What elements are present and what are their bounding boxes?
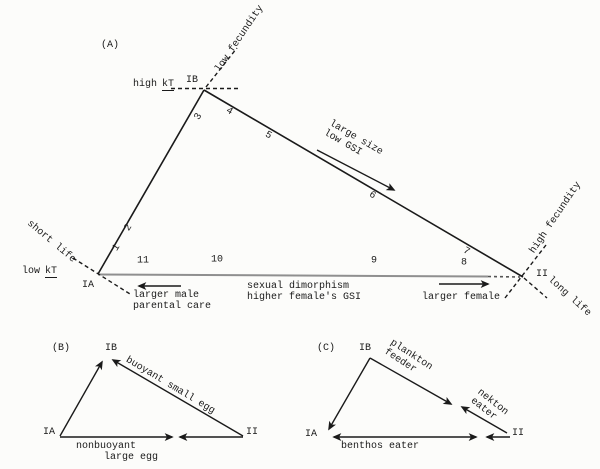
annotation-benthos-eater: benthos eater <box>341 441 420 452</box>
annotation-larger-male: larger male parental care <box>133 290 211 312</box>
panel-b-vertex-ib: IB <box>105 343 118 354</box>
annotation-large-egg: large egg <box>104 452 159 463</box>
panel-c-vertex-ii: II <box>512 428 525 439</box>
annotation-sexual-dimorphism: sexual dimorphism higher female's GSI <box>247 281 361 303</box>
panel-a-label: (A) <box>101 40 120 51</box>
edge-number-10: 10 <box>210 254 224 266</box>
annotation-higher-female-gsi: higher female's GSI <box>247 292 362 303</box>
panel-a-arrows <box>137 149 490 290</box>
annotation-nonbuoyant: nonbuoyant <box>76 441 137 452</box>
axis-low-kt-word: low <box>22 266 41 277</box>
panel-c-vertex-ib: IB <box>359 343 372 354</box>
axis-high-kt-word: high <box>133 79 158 90</box>
panel-b-vertex-ia: IA <box>43 427 56 438</box>
edge-number-11: 11 <box>136 255 150 267</box>
panel-c-edges <box>328 357 510 441</box>
panel-a-axis-dashes <box>72 47 548 299</box>
annotation-sexual-dimorphism-line1: sexual dimorphism <box>247 281 350 292</box>
axis-high-kt-term: kT <box>162 79 175 91</box>
panel-b-label: (B) <box>52 343 71 354</box>
panel-b-edges <box>59 359 244 441</box>
vertex-ib-label: IB <box>186 75 199 86</box>
annotation-larger-male-line1: larger male <box>133 290 200 301</box>
axis-low-kt-term: kT <box>45 266 58 278</box>
vertex-ii-label: II <box>536 269 549 280</box>
panel-c-vertex-ia: IA <box>305 429 318 440</box>
panel-b-vertex-ii: II <box>246 427 259 438</box>
vertex-ia-label: IA <box>82 280 95 291</box>
annotation-larger-female: larger female <box>422 292 501 303</box>
annotation-parental-care: parental care <box>133 301 212 312</box>
edge-number-8: 8 <box>460 257 468 269</box>
edge-number-9: 9 <box>370 255 378 267</box>
panel-a-edges <box>97 89 524 278</box>
panel-c-label: (C) <box>317 343 336 354</box>
